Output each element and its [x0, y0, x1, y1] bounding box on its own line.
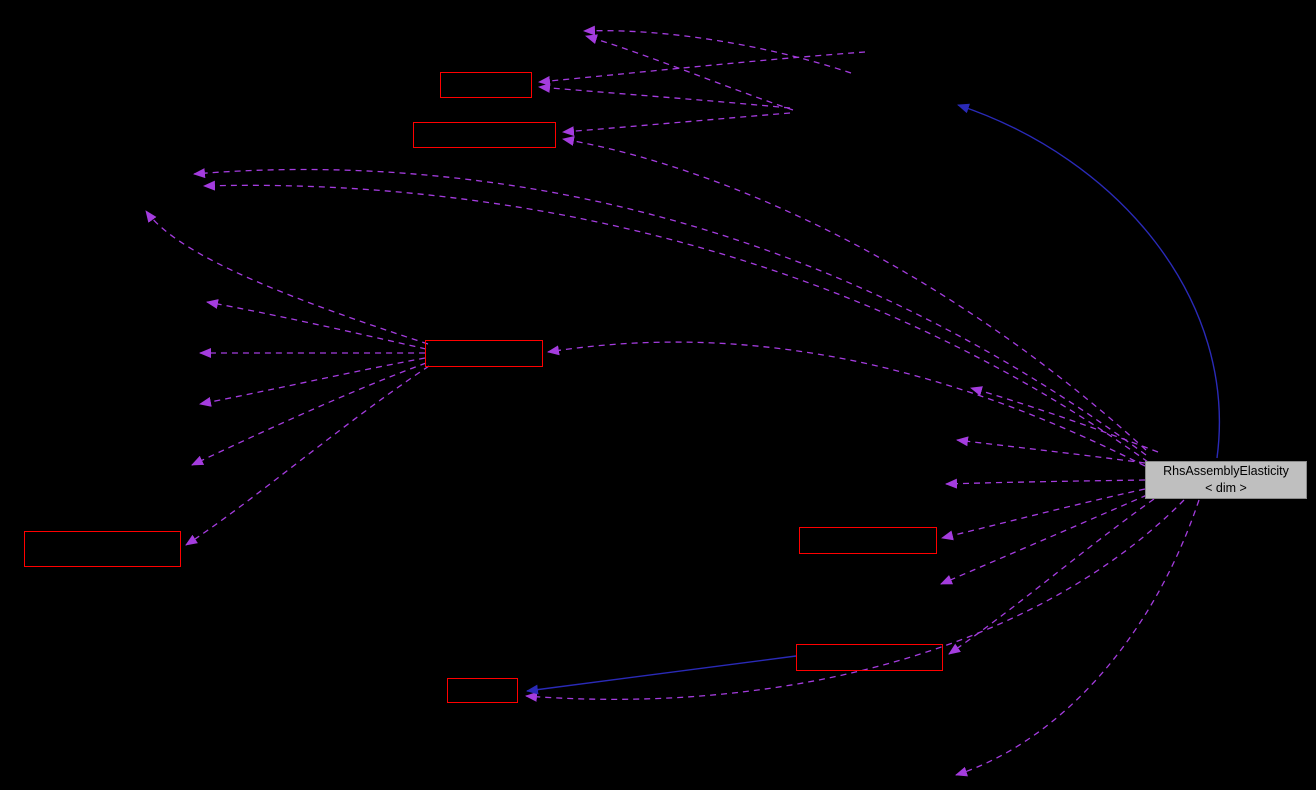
dependency-edge: [941, 488, 1146, 541]
dependency-edge: [585, 34, 794, 111]
dependency-edge: [185, 365, 430, 546]
dependency-edge: [948, 498, 1155, 655]
dependency-edge: [203, 180, 1149, 463]
main-node-label: RhsAssemblyElasticity: [1163, 463, 1289, 478]
dependency-edge: [538, 51, 866, 86]
dependency-edge: [562, 112, 791, 137]
class-node[interactable]: [413, 122, 556, 148]
inheritance-edge: [957, 103, 1221, 459]
class-node[interactable]: [24, 531, 181, 567]
dependency-edge: [145, 210, 429, 345]
class-node[interactable]: [440, 72, 532, 98]
dependency-edge: [525, 499, 1185, 702]
dependency-edge: [191, 362, 427, 466]
dependency-edge: [199, 357, 426, 407]
class-node[interactable]: [799, 527, 937, 554]
dependency-edge: [955, 499, 1200, 777]
dependency-edge: [970, 386, 1159, 453]
class-node[interactable]: [796, 644, 943, 671]
dependency-edge: [538, 82, 791, 109]
main-node-template-param: < dim >: [1205, 481, 1247, 495]
dependency-edge: [562, 135, 1147, 451]
dependency-edge: [206, 299, 427, 350]
class-node[interactable]: [425, 340, 543, 367]
dependency-edge: [945, 478, 1146, 489]
main-class-node[interactable]: RhsAssemblyElasticity < dim >: [1145, 461, 1307, 499]
dependency-edge: [547, 341, 1146, 467]
inheritance-edge: [526, 655, 797, 695]
dependency-edge: [940, 494, 1148, 585]
dependency-edge: [583, 25, 852, 74]
class-node[interactable]: [447, 678, 518, 703]
dependency-edge: [193, 168, 1147, 456]
dependency-edge: [956, 436, 1146, 464]
